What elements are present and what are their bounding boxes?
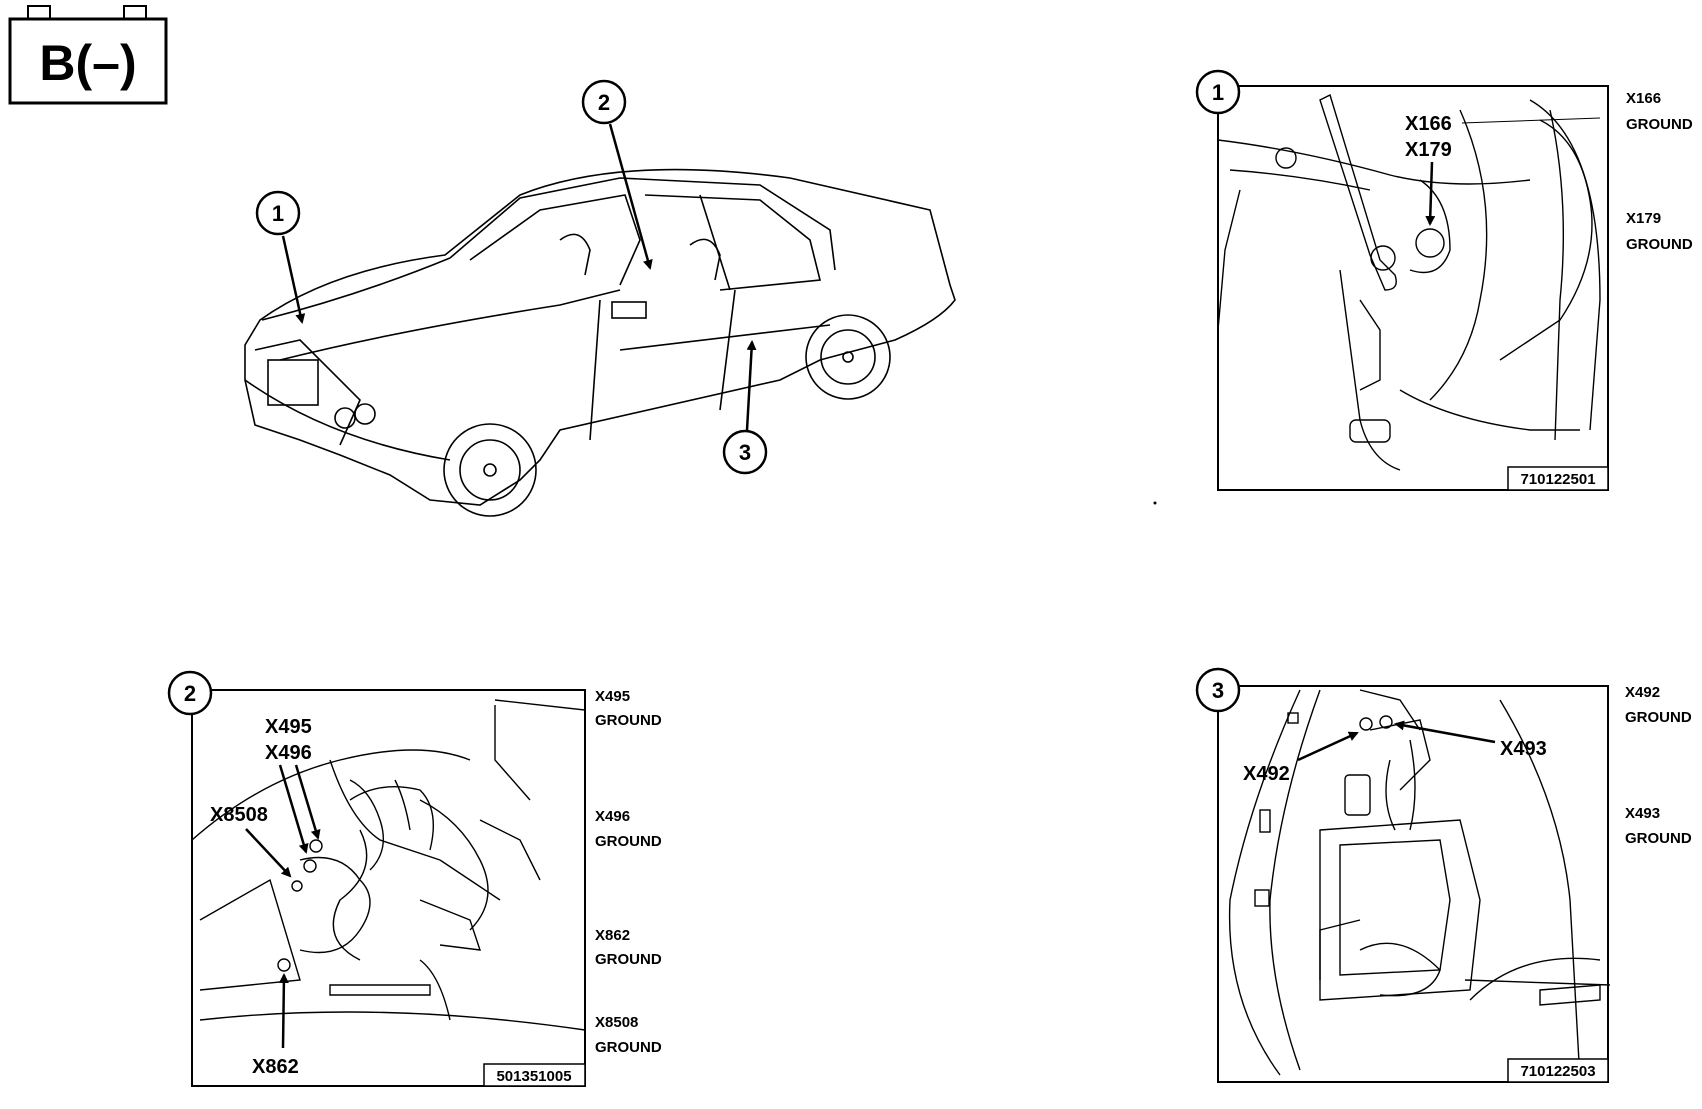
overview-callout-1-text: 1 [272, 201, 284, 226]
panel-2-side-x8508-text: GROUND [595, 1039, 662, 1056]
panel-1-side-labels: X166 GROUND X179 GROUND [1626, 90, 1693, 253]
stray-dot [1153, 501, 1157, 505]
panel-2-side-x8508-id: X8508 [595, 1014, 638, 1031]
detail-panel-1: 1 X166 X179 710122501 [1195, 69, 1609, 491]
car-overview-illustration [244, 168, 956, 517]
panel-1-side-x179-id: X179 [1626, 210, 1661, 227]
panel-1-code: 710122501 [1520, 471, 1595, 488]
panel-3-illustration [1228, 689, 1611, 1081]
panel-1-label-x179: X179 [1405, 139, 1452, 161]
battery-icon: B(–) [8, 5, 168, 105]
panel-1-side-x179-text: GROUND [1626, 236, 1693, 253]
panel-3-number: 3 [1212, 678, 1224, 703]
detail-panel-3: 3 X492 X493 710122503 [1195, 667, 1611, 1083]
panel-1-number: 1 [1212, 80, 1224, 105]
panel-2-number: 2 [184, 681, 196, 706]
panel-1-side-x166-id: X166 [1626, 90, 1661, 107]
panel-3-side-labels: X492 GROUND X493 GROUND [1625, 684, 1692, 847]
panel-2-side-x495-text: GROUND [595, 712, 662, 729]
panel-2-side-x496-id: X496 [595, 808, 630, 825]
panel-3-side-x492-text: GROUND [1625, 709, 1692, 726]
panel-2-label-x8508: X8508 [210, 804, 268, 826]
panel-3-label-x493: X493 [1500, 738, 1547, 760]
panel-2-side-x862-id: X862 [595, 927, 630, 944]
panel-2-label-x495: X495 [265, 716, 312, 738]
overview-callout-3-text: 3 [739, 440, 751, 465]
panel-3-side-x493-id: X493 [1625, 805, 1660, 822]
panel-3-code: 710122503 [1520, 1063, 1595, 1080]
panel-2-side-x495-id: X495 [595, 688, 630, 705]
panel-2-label-x862: X862 [252, 1056, 299, 1078]
overview-callout-2-text: 2 [598, 90, 610, 115]
panel-1-illustration [1217, 94, 1601, 471]
detail-panel-2: 2 X495 X496 X8508 X862 501351005 [167, 670, 586, 1087]
battery-label: B(–) [39, 35, 136, 91]
panel-3-side-x492-id: X492 [1625, 684, 1660, 701]
panel-2-illustration [191, 699, 586, 1031]
panel-1-label-x166: X166 [1405, 113, 1452, 135]
panel-2-code: 501351005 [496, 1068, 571, 1085]
panel-2-label-x496: X496 [265, 742, 312, 764]
overview-callout-3: 3 [722, 340, 768, 475]
overview-callout-2: 2 [581, 79, 653, 270]
panel-2-side-x862-text: GROUND [595, 951, 662, 968]
overview-callout-1: 1 [255, 190, 306, 324]
panel-2-side-labels: X495 GROUND X496 GROUND X862 GROUND X850… [595, 688, 662, 1056]
panel-3-side-x493-text: GROUND [1625, 830, 1692, 847]
panel-3-label-x492: X492 [1243, 763, 1290, 785]
panel-1-side-x166-text: GROUND [1626, 116, 1693, 133]
panel-2-side-x496-text: GROUND [595, 833, 662, 850]
